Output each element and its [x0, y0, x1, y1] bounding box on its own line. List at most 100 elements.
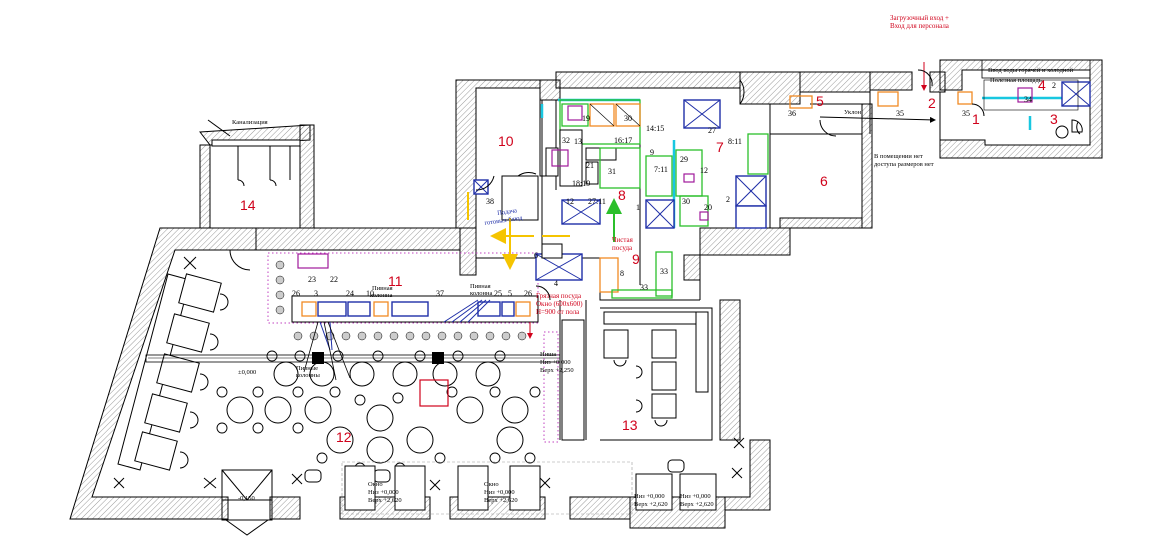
- eq-26a: 26: [292, 289, 300, 298]
- window-a-top: Верх +2,620: [368, 497, 402, 504]
- equipment-numbers: 14:15 16:17 27 30 19 32 13 21 31 18:19 9…: [486, 81, 1056, 292]
- beer-column-b1: Пивная: [470, 283, 491, 290]
- entry-vestibule: [789, 59, 1091, 139]
- room-14-label: 14: [240, 197, 256, 213]
- beer-column-c2: колонны: [296, 372, 320, 379]
- clean-dishes-note-2: посуда: [612, 244, 633, 252]
- room-numbers: 1 2 3 4 5 6 7 8 9 10 11 12 13 14: [240, 77, 1058, 445]
- room-1-label: 1: [972, 111, 980, 127]
- eq-27-11: 27:11: [588, 197, 606, 206]
- hall-left-booths: [117, 273, 229, 471]
- eq-3a: 3: [314, 289, 318, 298]
- column-markers: [113, 256, 745, 491]
- slope-note: Уклон: [844, 109, 862, 116]
- eq-2b: 2: [1052, 81, 1056, 90]
- eq-38: 38: [486, 197, 494, 206]
- room-9-label: 9: [632, 251, 640, 267]
- eq-24: 24: [346, 289, 354, 298]
- doors: [229, 69, 985, 301]
- loading-entry-note: Загрузочный вход +: [890, 14, 949, 22]
- beer-column-b2: колонна: [470, 290, 492, 297]
- room-6-label: 6: [820, 173, 828, 189]
- eq-8b: 8: [620, 269, 624, 278]
- eq-36: 36: [788, 109, 796, 118]
- bar-center-equipment: [419, 379, 449, 407]
- room-13-booths: [600, 307, 713, 441]
- kitchen-equipment: [473, 96, 1090, 299]
- eq-30b: 30: [682, 197, 690, 206]
- window-tables: Окно Низ +0,000 Верх +2,620 Окно Низ +0,…: [341, 461, 717, 515]
- flow-arrows: [467, 62, 936, 339]
- eq-26b: 26: [524, 289, 532, 298]
- room-10-label: 10: [498, 133, 514, 149]
- usable-area-note: Полезная площадь: [990, 77, 1042, 84]
- sewage-note: Канализация: [232, 119, 268, 126]
- window-c-bottom: Низ +0,000: [634, 493, 665, 500]
- room-14-toilets: Канализация: [207, 119, 301, 187]
- room-7-label: 7: [716, 139, 724, 155]
- eq-8-11: 8:11: [728, 137, 742, 146]
- interior-partitions: [475, 88, 941, 440]
- clean-dishes-note-1: Чистая: [612, 236, 634, 244]
- eq-23: 23: [308, 275, 316, 284]
- eq-25: 25: [494, 289, 502, 298]
- hall-round-tables: [216, 350, 685, 483]
- beer-column-a2: колонна: [370, 292, 392, 299]
- outer-walls: [69, 59, 1103, 529]
- eq-2a: 2: [726, 195, 730, 204]
- beer-column-c1: Пивные: [296, 365, 318, 372]
- main-entrance: -0,150: [221, 469, 273, 536]
- eq-22: 22: [330, 275, 338, 284]
- eq-18-19: 18:19: [572, 179, 590, 188]
- window-d-top: Верх +2,620: [680, 501, 714, 508]
- no-sizes-note-1: В помещении нет: [874, 153, 923, 160]
- eq-14-15: 14:15: [646, 124, 664, 133]
- eq-31: 31: [608, 167, 616, 176]
- window-b-top: Верх +2,620: [484, 497, 518, 504]
- window-a-title: Окно: [368, 481, 383, 488]
- eq-6: 6: [534, 251, 538, 260]
- dirty-dishes-note-1: Грязная посуда: [536, 292, 582, 300]
- window-b-title: Окно: [484, 481, 499, 488]
- water-inlet-note: Ввод воды горячей и холодной: [988, 67, 1074, 74]
- eq-10: 10: [366, 289, 374, 298]
- eq-12a: 12: [700, 166, 708, 175]
- eq-35b: 35: [962, 109, 970, 118]
- room-3-label: 3: [1050, 111, 1058, 127]
- room-11-label: 11: [388, 273, 403, 289]
- eq-30a: 30: [624, 114, 632, 123]
- room-8-label: 8: [618, 187, 626, 203]
- plan-notes: Загрузочный вход + Вход для персонала Вв…: [484, 14, 1074, 316]
- eq-32: 32: [562, 136, 570, 145]
- eq-16-17: 16:17: [614, 136, 632, 145]
- dirty-dishes-note-3: Н=900 от пола: [536, 308, 580, 316]
- serving-note-2: готовых блюд: [484, 215, 523, 227]
- bar-beam: ±0,000: [145, 352, 561, 376]
- niche-bottom: Низ +0,000: [540, 359, 571, 366]
- window-b-bottom: Низ +0,000: [484, 489, 515, 496]
- eq-34: 34: [1024, 95, 1032, 104]
- eq-20: 20: [704, 203, 712, 212]
- eq-4: 4: [554, 279, 558, 288]
- eq-33b: 33: [640, 283, 648, 292]
- niche-title: Ниша: [540, 351, 556, 358]
- niche-block: [561, 319, 585, 441]
- dirty-dishes-note-2: Окно (600х600): [536, 300, 583, 308]
- room-2-label: 2: [928, 95, 936, 111]
- room-4-label: 4: [1038, 77, 1046, 93]
- eq-29: 29: [680, 155, 688, 164]
- eq-37: 37: [436, 289, 444, 298]
- pillar-dots: [543, 331, 559, 443]
- window-a-bottom: Низ +0,000: [368, 489, 399, 496]
- bar-counter: Пивная колонна Пивная колонна Пивные кол…: [267, 252, 539, 381]
- eq-12b: 12: [566, 197, 574, 206]
- beer-column-a1: Пивная: [372, 285, 393, 292]
- eq-5a: 5: [508, 289, 512, 298]
- window-c-top: Верх +2,620: [634, 501, 668, 508]
- no-sizes-note-2: доступа размеров нет: [874, 161, 934, 168]
- eq-35a: 35: [896, 109, 904, 118]
- level-zero-label: ±0,000: [238, 369, 256, 376]
- eq-21: 21: [586, 161, 594, 170]
- window-d-bottom: Низ +0,000: [680, 493, 711, 500]
